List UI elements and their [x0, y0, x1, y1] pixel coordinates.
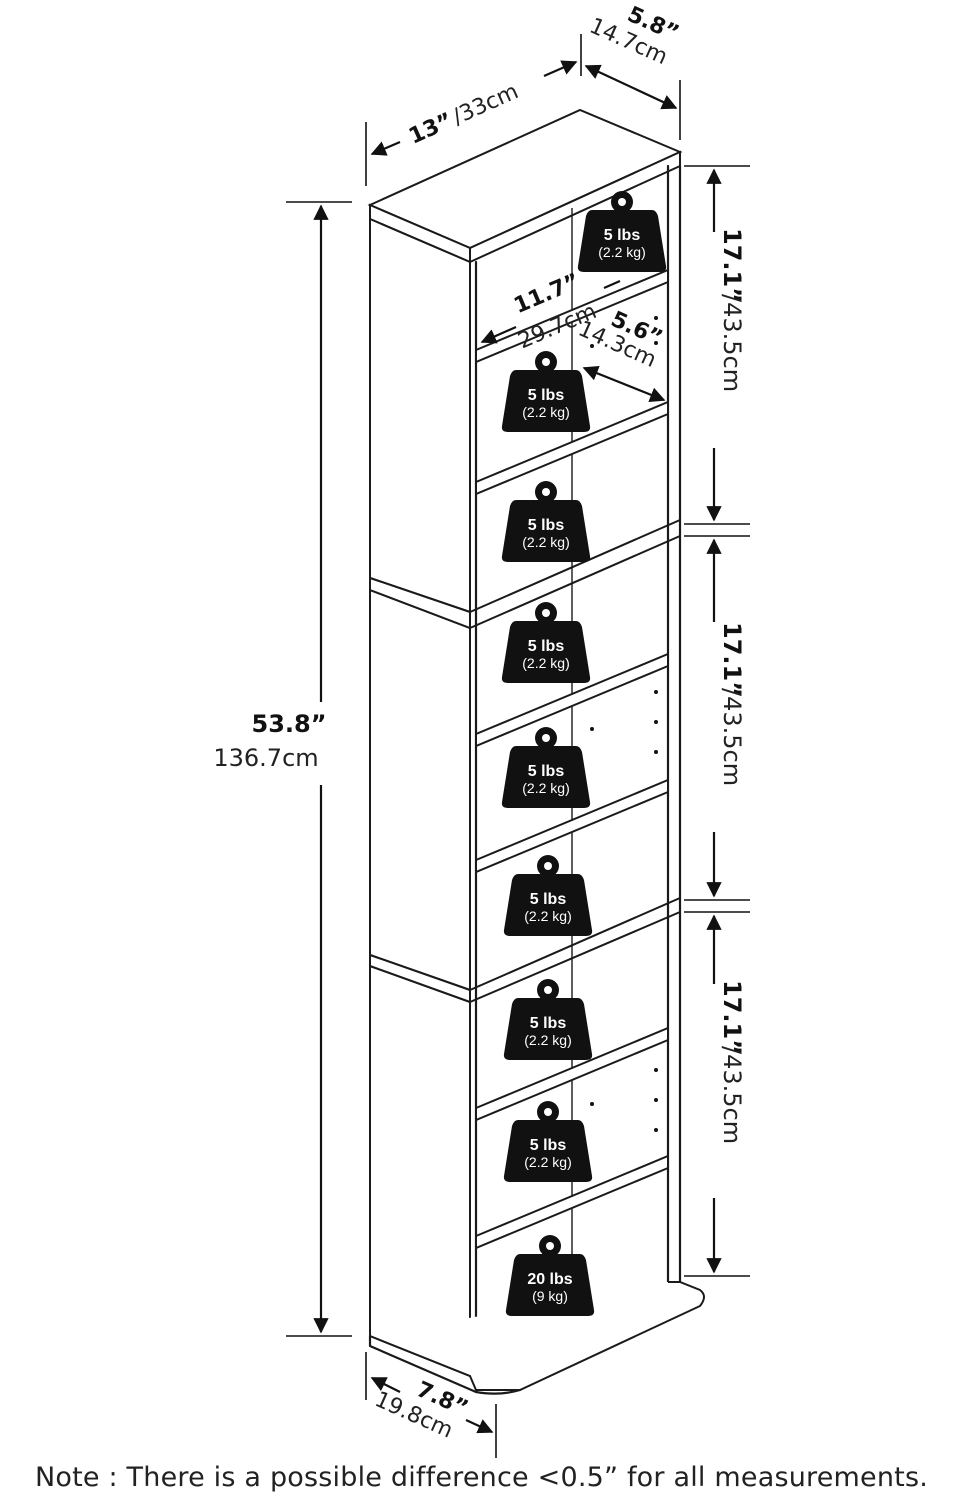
- shelf: [475, 268, 669, 364]
- weight-icon: 5 lbs(2.2 kg): [501, 481, 591, 562]
- section-2-height-cm: /43.5cm: [718, 688, 746, 786]
- shelf: [475, 400, 669, 496]
- total-height-inches: 53.8”: [252, 710, 327, 738]
- weight-label: 5 lbs: [528, 763, 565, 780]
- dimension-section-heights: 17.1” /43.5cm 17.1” /43.5cm 17.1” /43.5c…: [684, 165, 750, 1277]
- weight-icon: 5 lbs(2.2 kg): [501, 602, 591, 683]
- total-height-cm: 136.7cm: [213, 744, 318, 772]
- measurement-note: Note : There is a possible difference <0…: [34, 1462, 929, 1493]
- section-2-height-inches: 17.1”: [718, 622, 746, 697]
- weight-sublabel: (9 kg): [532, 1288, 568, 1304]
- shelf: [475, 778, 669, 874]
- bookcase-dimension-diagram: 5 lbs(2.2 kg)5 lbs(2.2 kg)5 lbs(2.2 kg)5…: [213, 2, 750, 1458]
- shelf-peg-holes: [590, 316, 658, 1132]
- weight-icon: 5 lbs(2.2 kg): [503, 979, 593, 1060]
- shelves: [475, 268, 669, 1250]
- weight-sublabel: (2.2 kg): [522, 534, 569, 550]
- weight-icon: 5 lbs(2.2 kg): [503, 855, 593, 936]
- weight-sublabel: (2.2 kg): [598, 244, 645, 260]
- width-cm: /33cm: [449, 79, 522, 130]
- weight-icon: 5 lbs(2.2 kg): [501, 351, 591, 432]
- weight-label: 5 lbs: [528, 517, 565, 534]
- weight-label: 5 lbs: [530, 891, 567, 908]
- weight-label: 5 lbs: [530, 1015, 567, 1032]
- weight-sublabel: (2.2 kg): [524, 1032, 571, 1048]
- weight-sublabel: (2.2 kg): [522, 780, 569, 796]
- bookcase-drawing: [367, 108, 705, 1395]
- weight-label: 5 lbs: [528, 638, 565, 655]
- shelf: [475, 652, 669, 748]
- weight-label: 5 lbs: [528, 387, 565, 404]
- weight-icon: 20 lbs(9 kg): [505, 1235, 595, 1316]
- width-inches: 13”: [405, 108, 456, 149]
- weight-label: 5 lbs: [604, 227, 641, 244]
- cube-top-side-panel: [369, 217, 471, 614]
- shelf: [475, 1154, 669, 1250]
- weight-sublabel: (2.2 kg): [524, 1154, 571, 1170]
- shelf: [475, 1026, 669, 1122]
- shelf-weight-icons: 5 lbs(2.2 kg)5 lbs(2.2 kg)5 lbs(2.2 kg)5…: [501, 191, 667, 1316]
- section-1-height-cm: /43.5cm: [718, 294, 746, 392]
- weight-icon: 5 lbs(2.2 kg): [503, 1101, 593, 1182]
- cube-bottom-side-panel: [369, 964, 471, 1378]
- weight-sublabel: (2.2 kg): [524, 908, 571, 924]
- weight-label: 20 lbs: [527, 1271, 572, 1288]
- section-1-height-inches: 17.1”: [718, 228, 746, 303]
- section-3-height-cm: /43.5cm: [718, 1046, 746, 1144]
- weight-sublabel: (2.2 kg): [522, 655, 569, 671]
- base-plate: [369, 1281, 705, 1391]
- weight-icon: 5 lbs(2.2 kg): [501, 727, 591, 808]
- weight-icon: 5 lbs(2.2 kg): [577, 191, 667, 272]
- cube-middle-side-panel: [369, 588, 471, 992]
- section-3-height-inches: 17.1”: [718, 980, 746, 1055]
- dimension-total-height: 53.8” 136.7cm: [213, 201, 352, 1337]
- weight-sublabel: (2.2 kg): [522, 404, 569, 420]
- weight-label: 5 lbs: [530, 1137, 567, 1154]
